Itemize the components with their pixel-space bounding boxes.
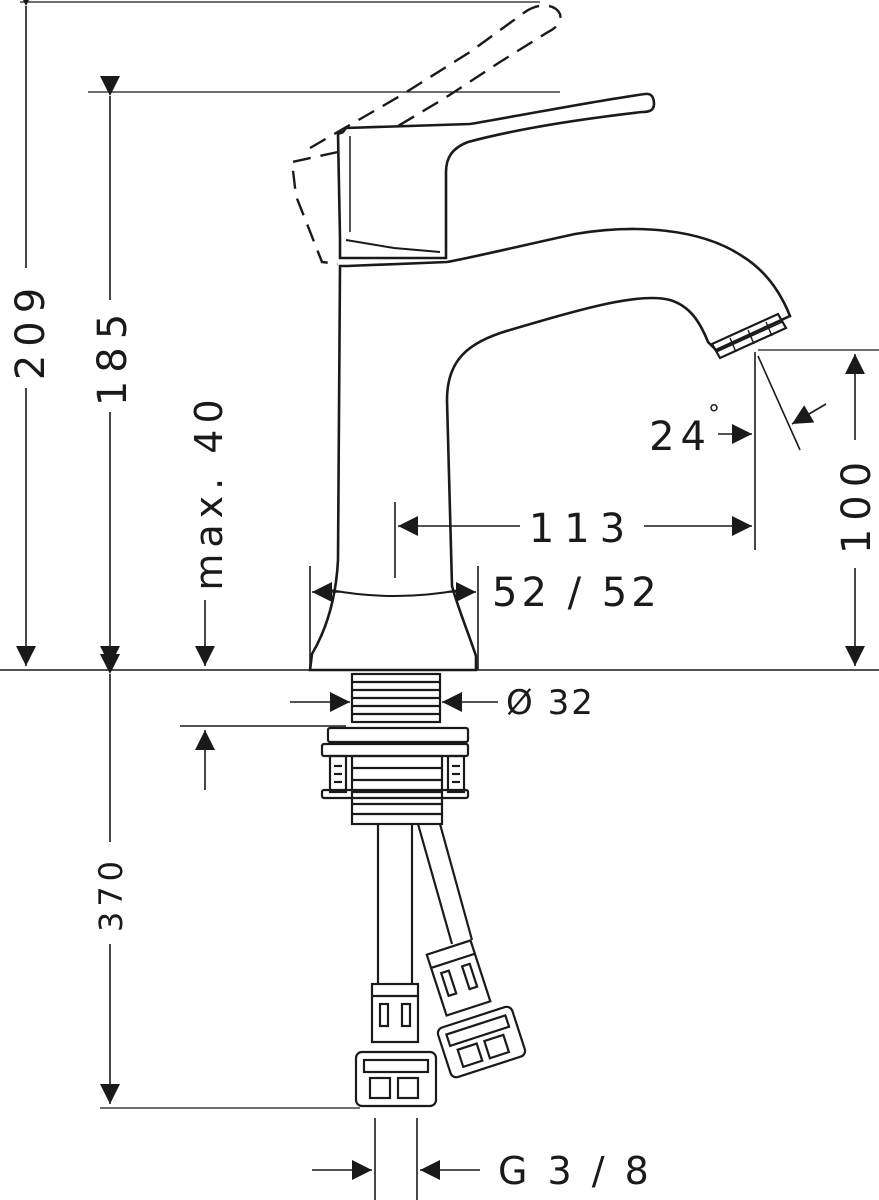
reference-lines [0, 1, 879, 1109]
supply-hoses [354, 823, 527, 1108]
mounting-shank [320, 672, 470, 826]
label-hole-diameter: Ø 32 [506, 683, 595, 723]
aerator [710, 312, 788, 360]
label-total-height: 209 [8, 280, 54, 380]
label-angle-unit: ° [708, 400, 720, 428]
label-hose-length: 370 [92, 856, 130, 932]
dimension-labels: 209 185 max. 40 370 100 113 24 ° 52 / 52… [8, 280, 879, 1193]
lever-handle [336, 92, 656, 260]
label-connection: G 3 / 8 [498, 1149, 653, 1193]
label-base-diameter: 52 / 52 [492, 570, 661, 616]
label-projection: 113 [529, 506, 635, 552]
label-spout-height: 185 [90, 306, 136, 406]
label-max-thickness: max. 40 [187, 393, 231, 590]
lever-handle-raised-dashed [290, 4, 562, 266]
faucet-body [308, 227, 792, 672]
dimension-lines [16, 0, 865, 1200]
label-angle: 24 [649, 414, 712, 460]
label-aerator-height: 100 [834, 454, 879, 554]
